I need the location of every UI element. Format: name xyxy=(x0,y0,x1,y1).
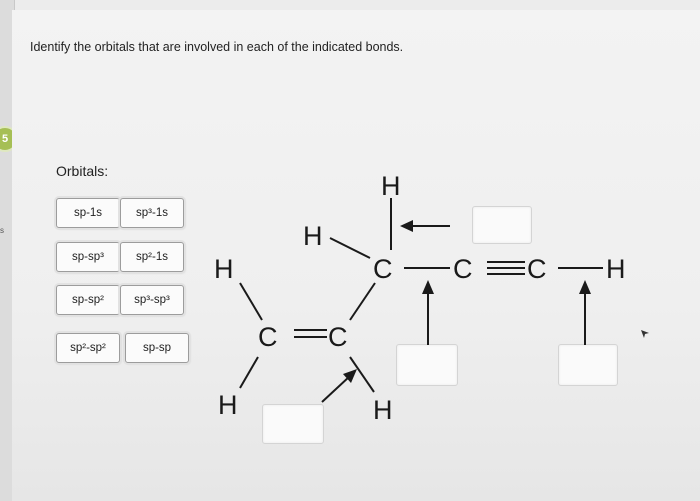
atom-c-alkene-right: C xyxy=(328,322,348,352)
orbital-chip-sp2-sp2[interactable]: sp²-sp² xyxy=(56,333,120,363)
bond-alkene-h-lower xyxy=(239,356,259,389)
arrow-to-alkene xyxy=(321,375,351,403)
bond-h-c-left xyxy=(329,237,371,259)
orbital-chip-sp-sp3[interactable]: sp-sp³ xyxy=(56,242,120,272)
arrowhead-alkyne-ch xyxy=(579,280,591,294)
atom-h-bottom-right: H xyxy=(373,395,393,425)
drop-target-alkene-cc[interactable] xyxy=(262,404,324,444)
drop-target-ch-bond[interactable] xyxy=(472,206,532,244)
orbital-chip-sp-sp2[interactable]: sp-sp² xyxy=(56,285,120,315)
drop-target-c-c-single[interactable] xyxy=(396,344,458,386)
bond-alkene-h-upper xyxy=(239,282,263,321)
rail-marker: s xyxy=(0,226,4,235)
atom-h-top: H xyxy=(381,171,401,201)
atom-c-alkyne1: C xyxy=(453,254,473,284)
atom-c-top: C xyxy=(373,254,393,284)
orbital-chip-sp3-sp3[interactable]: sp³-sp³ xyxy=(120,285,184,315)
question-text: Identify the orbitals that are involved … xyxy=(30,40,404,54)
pointer-cursor-icon xyxy=(641,330,649,338)
orbital-chip-sp-sp[interactable]: sp-sp xyxy=(125,333,189,363)
orbital-chip-sp2-1s[interactable]: sp²-1s xyxy=(120,242,184,272)
atom-c-alkyne2: C xyxy=(527,254,547,284)
atom-c-alkene-left: C xyxy=(258,322,278,352)
bond-alkene-h-right xyxy=(349,356,375,393)
orbitals-heading: Orbitals: xyxy=(56,163,109,179)
atom-h-left: H xyxy=(214,254,234,284)
atom-h-right: H xyxy=(606,254,626,284)
orbital-chip-sp3-1s[interactable]: sp³-1s xyxy=(120,198,184,228)
bond-c-alkene xyxy=(349,282,376,321)
atom-h-mid: H xyxy=(303,221,323,251)
drop-target-alkyne-ch[interactable] xyxy=(558,344,618,386)
atom-h-bottom-left: H xyxy=(218,390,238,420)
orbital-chip-sp-1s[interactable]: sp-1s xyxy=(56,198,120,228)
arrowhead-cc-single xyxy=(422,280,434,294)
arrowhead-ch-bond xyxy=(400,220,413,232)
arrowhead-alkene xyxy=(343,369,357,383)
